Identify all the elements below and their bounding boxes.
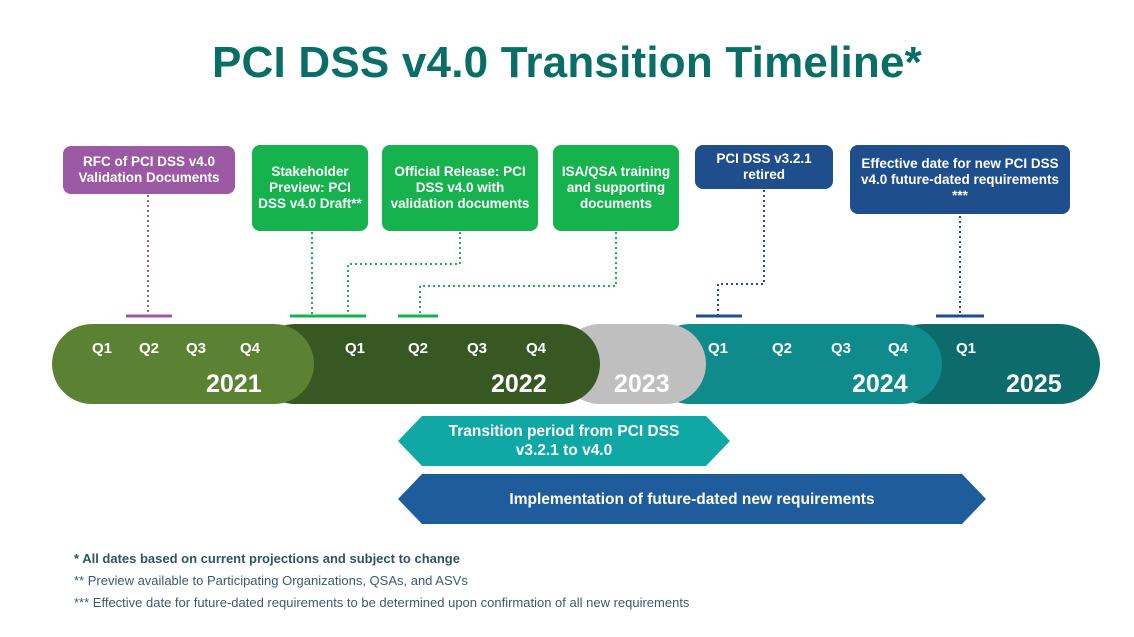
milestone-stakeholder-preview: Stakeholder Preview: PCI DSS v4.0 Draft*… (252, 145, 368, 231)
footnote-3: *** Effective date for future-dated requ… (74, 595, 690, 610)
connector-release (347, 232, 461, 316)
connector-training (419, 232, 617, 316)
q-label-2021-q1: Q1 (92, 340, 113, 357)
q-label-2021-q2: Q2 (139, 340, 160, 357)
transition-period-label: Transition period from PCI DSS v3.2.1 to… (448, 423, 680, 459)
implementation-band: Implementation of future-dated new requi… (398, 474, 986, 524)
q-label-2024-q1: Q1 (708, 340, 729, 357)
year-label-2022: 2022 (491, 370, 547, 398)
year-label-2021: 2021 (206, 370, 262, 398)
q-label-2024-q2: Q2 (772, 340, 793, 357)
q-label-2025-q1: Q1 (956, 340, 977, 357)
year-label-2024: 2024 (852, 370, 908, 398)
segment-2021 (52, 324, 314, 404)
milestone-effective-date: Effective date for new PCI DSS v4.0 futu… (850, 145, 1070, 214)
footnote-1: * All dates based on current projections… (74, 551, 460, 566)
q-label-2022-q4: Q4 (526, 340, 547, 357)
q-label-2024-q4: Q4 (888, 340, 909, 357)
q-label-2024-q3: Q3 (831, 340, 852, 357)
implementation-label: Implementation of future-dated new requi… (509, 490, 875, 508)
milestone-official-release: Official Release: PCI DSS v4.0 with vali… (382, 145, 538, 231)
transition-period-band: Transition period from PCI DSS v3.2.1 to… (398, 416, 730, 466)
milestone-rfc: RFC of PCI DSS v4.0 Validation Documents (63, 146, 235, 194)
page-title: PCI DSS v4.0 Transition Timeline* (211, 38, 923, 87)
q-label-2021-q3: Q3 (186, 340, 207, 357)
year-label-2023: 2023 (614, 370, 670, 398)
q-label-2022-q1: Q1 (345, 340, 366, 357)
q-label-2022-q2: Q2 (408, 340, 429, 357)
milestone-isa-qsa-training: ISA/QSA training and supporting document… (553, 145, 679, 231)
footnote-2: ** Preview available to Participating Or… (74, 573, 468, 588)
year-label-2025: 2025 (1006, 370, 1062, 398)
connector-retired (717, 190, 765, 316)
q-label-2022-q3: Q3 (467, 340, 488, 357)
milestone-v321-retired: PCI DSS v3.2.1 retired (695, 145, 833, 189)
q-label-2021-q4: Q4 (240, 340, 261, 357)
